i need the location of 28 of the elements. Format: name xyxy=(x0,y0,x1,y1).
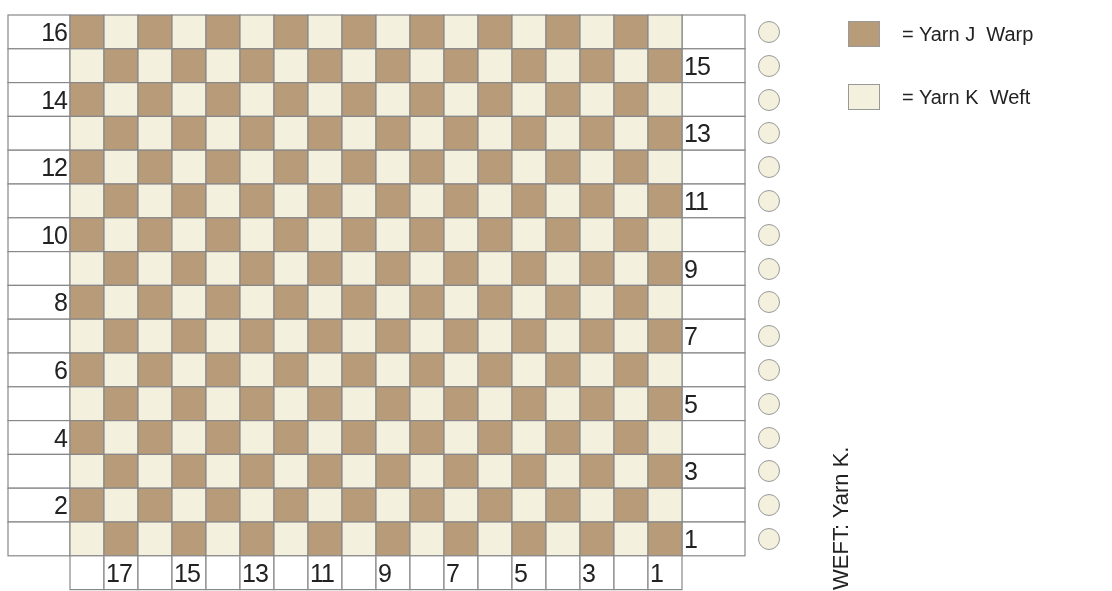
legend-label: = Yarn J Warp xyxy=(902,22,1034,46)
row-number: 5 xyxy=(684,391,697,417)
row-number: 4 xyxy=(54,425,67,451)
row-number: 15 xyxy=(684,53,710,79)
column-number: 1 xyxy=(650,560,663,586)
column-number: 3 xyxy=(582,560,595,586)
row-number: 13 xyxy=(684,121,710,147)
column-number: 11 xyxy=(310,560,334,586)
row-number: 6 xyxy=(54,358,67,383)
legend-label: = Yarn K Weft xyxy=(902,85,1031,109)
column-number: 13 xyxy=(242,560,268,586)
column-number: 5 xyxy=(514,560,527,586)
weft-note: WEFT: Yarn K. xyxy=(830,446,852,590)
row-number: 10 xyxy=(41,222,67,248)
row-number: 9 xyxy=(684,256,697,282)
row-number: 8 xyxy=(54,290,67,316)
column-number: 17 xyxy=(106,560,132,586)
row-number: 2 xyxy=(54,493,67,519)
column-number: 15 xyxy=(174,560,200,586)
row-number: 12 xyxy=(41,155,67,181)
row-number: 14 xyxy=(41,87,67,113)
row-number: 1 xyxy=(684,527,697,552)
row-number: 16 xyxy=(41,20,67,45)
row-number: 11 xyxy=(684,189,708,214)
row-number: 3 xyxy=(684,459,697,485)
column-number: 7 xyxy=(446,560,459,586)
column-number: 9 xyxy=(378,560,391,586)
row-number: 7 xyxy=(684,324,697,350)
